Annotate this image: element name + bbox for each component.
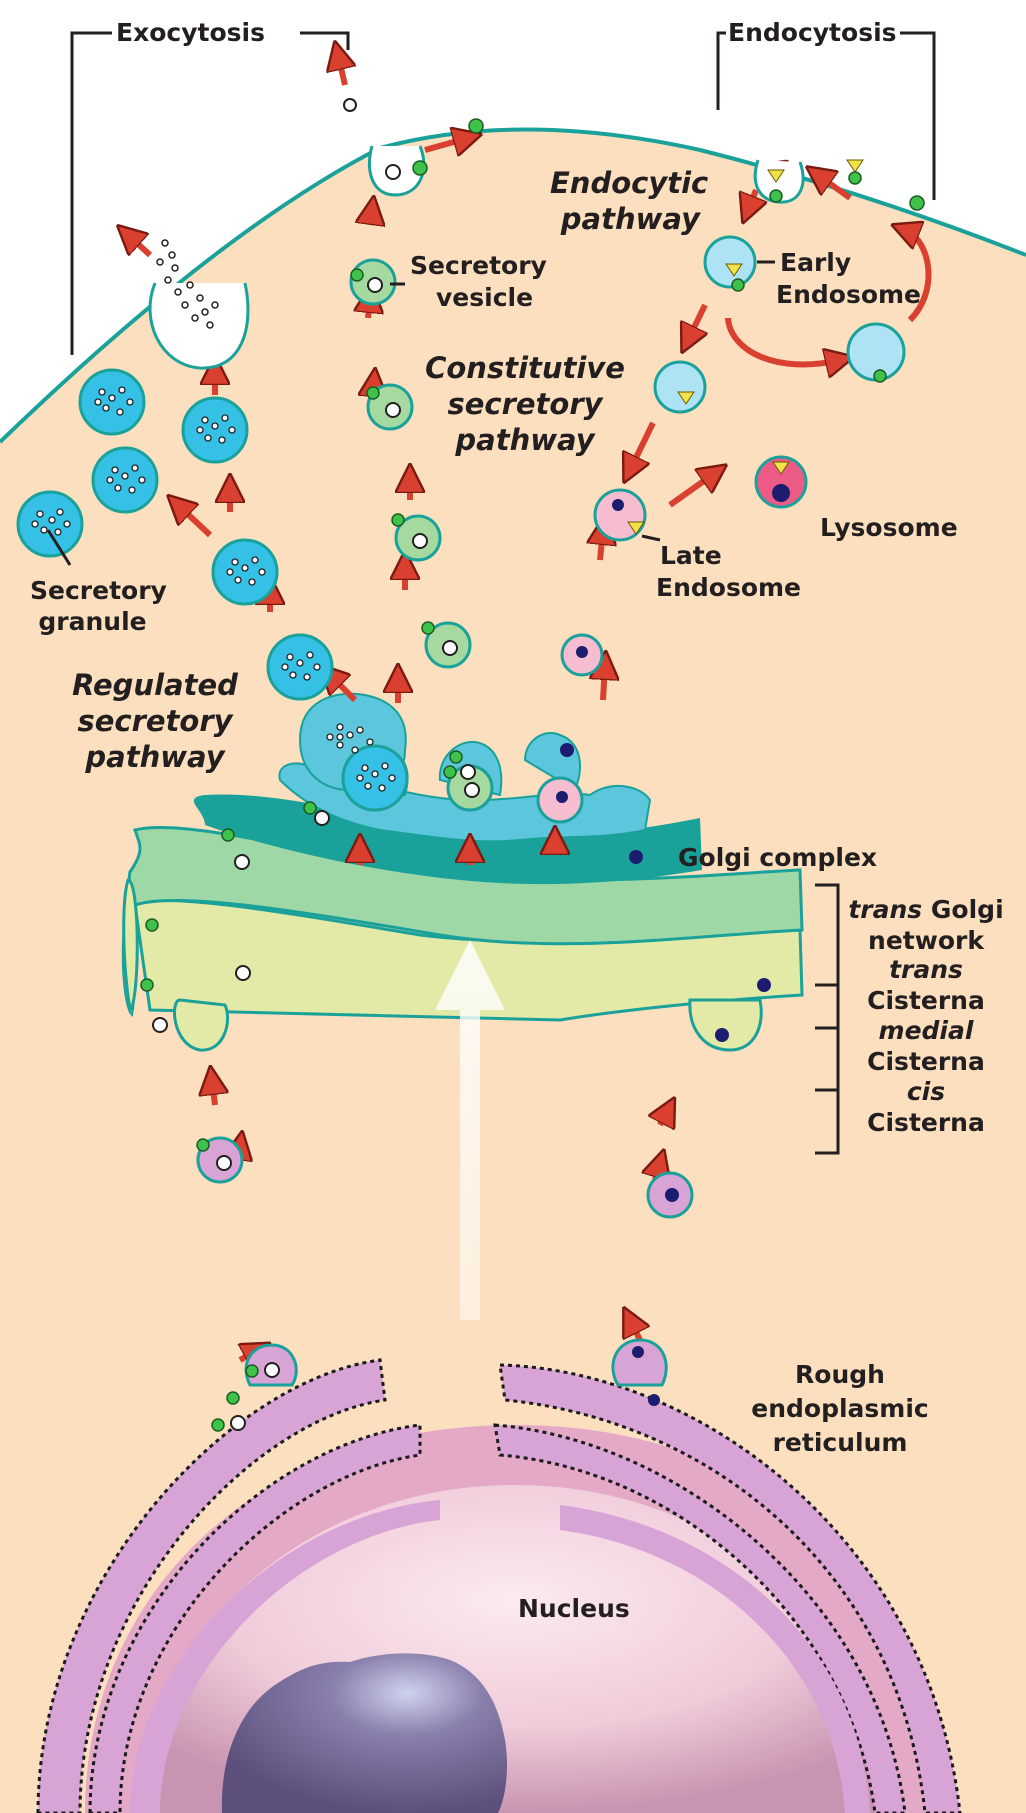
regulated-pathway-label: Regulated secretory pathway: [55, 667, 255, 775]
early-endosome-line-2: Endosome: [776, 279, 921, 311]
rough-er-line-1: Rough: [750, 1358, 930, 1392]
early-endosome-label: Early Endosome: [780, 247, 921, 311]
secretory-vesicle-line-1: Secretory: [410, 250, 547, 282]
medial-cisterna-line-1: medial: [836, 1015, 1016, 1046]
secretory-vesicle-label: Secretory vesicle: [410, 250, 547, 314]
late-endosome-label: Late Endosome: [660, 540, 801, 604]
rough-er-line-2: endoplasmic: [750, 1392, 930, 1426]
rough-er-line-3: reticulum: [750, 1426, 930, 1460]
trans-cisterna-line-1: trans: [836, 954, 1016, 985]
lysosome-label: Lysosome: [820, 512, 958, 543]
regulated-pathway-line-2: secretory: [55, 703, 255, 739]
endocytic-pathway-line-2: pathway: [550, 201, 700, 237]
golgi-complex-label: Golgi complex: [678, 842, 877, 873]
constitutive-pathway-label: Constitutive secretory pathway: [415, 350, 635, 458]
trans-cisterna-line-2: Cisterna: [836, 985, 1016, 1016]
constitutive-pathway-line-2: secretory: [415, 386, 635, 422]
endocytosis-label: Endocytosis: [728, 17, 897, 48]
trans-golgi-network-label: trans Golgi network: [836, 894, 1016, 956]
medial-cisterna-line-2: Cisterna: [836, 1046, 1016, 1077]
trans-golgi-network-line-1a: trans: [848, 895, 922, 924]
released-vesicle: [344, 99, 356, 111]
cis-cisterna-line-1: cis: [836, 1076, 1016, 1107]
trans-golgi-network-line-2: network: [836, 925, 1016, 956]
trans-golgi-network-line-1b: Golgi: [931, 895, 1004, 924]
secretory-granule-label: Secretory granule: [30, 575, 155, 637]
secretory-granule-line-1: Secretory: [30, 575, 155, 606]
late-endosome-line-2: Endosome: [656, 572, 801, 604]
nucleus-label: Nucleus: [518, 1593, 630, 1624]
regulated-pathway-line-3: pathway: [55, 739, 255, 775]
rough-er-label: Rough endoplasmic reticulum: [750, 1358, 930, 1460]
trans-cisterna-label: trans Cisterna: [836, 954, 1016, 1016]
endocytic-pathway-label: Endocytic pathway: [550, 165, 700, 237]
late-endosome-line-1: Late: [660, 540, 801, 572]
endocytic-pathway-line-1: Endocytic: [550, 165, 700, 201]
secretory-granule-line-2: granule: [30, 606, 155, 637]
constitutive-pathway-line-1: Constitutive: [415, 350, 635, 386]
secretory-vesicle-line-2: vesicle: [436, 282, 547, 314]
exocytosis-label: Exocytosis: [116, 17, 265, 48]
early-endosome-line-1: Early: [780, 247, 921, 279]
endosome-carrier-vesicle: [655, 362, 705, 412]
constitutive-pathway-line-3: pathway: [415, 422, 635, 458]
cis-cisterna-label: cis Cisterna: [836, 1076, 1016, 1138]
cis-cisterna-line-2: Cisterna: [836, 1107, 1016, 1138]
early-endosome: [705, 237, 755, 287]
medial-cisterna-label: medial Cisterna: [836, 1015, 1016, 1077]
regulated-pathway-line-1: Regulated: [55, 667, 255, 703]
